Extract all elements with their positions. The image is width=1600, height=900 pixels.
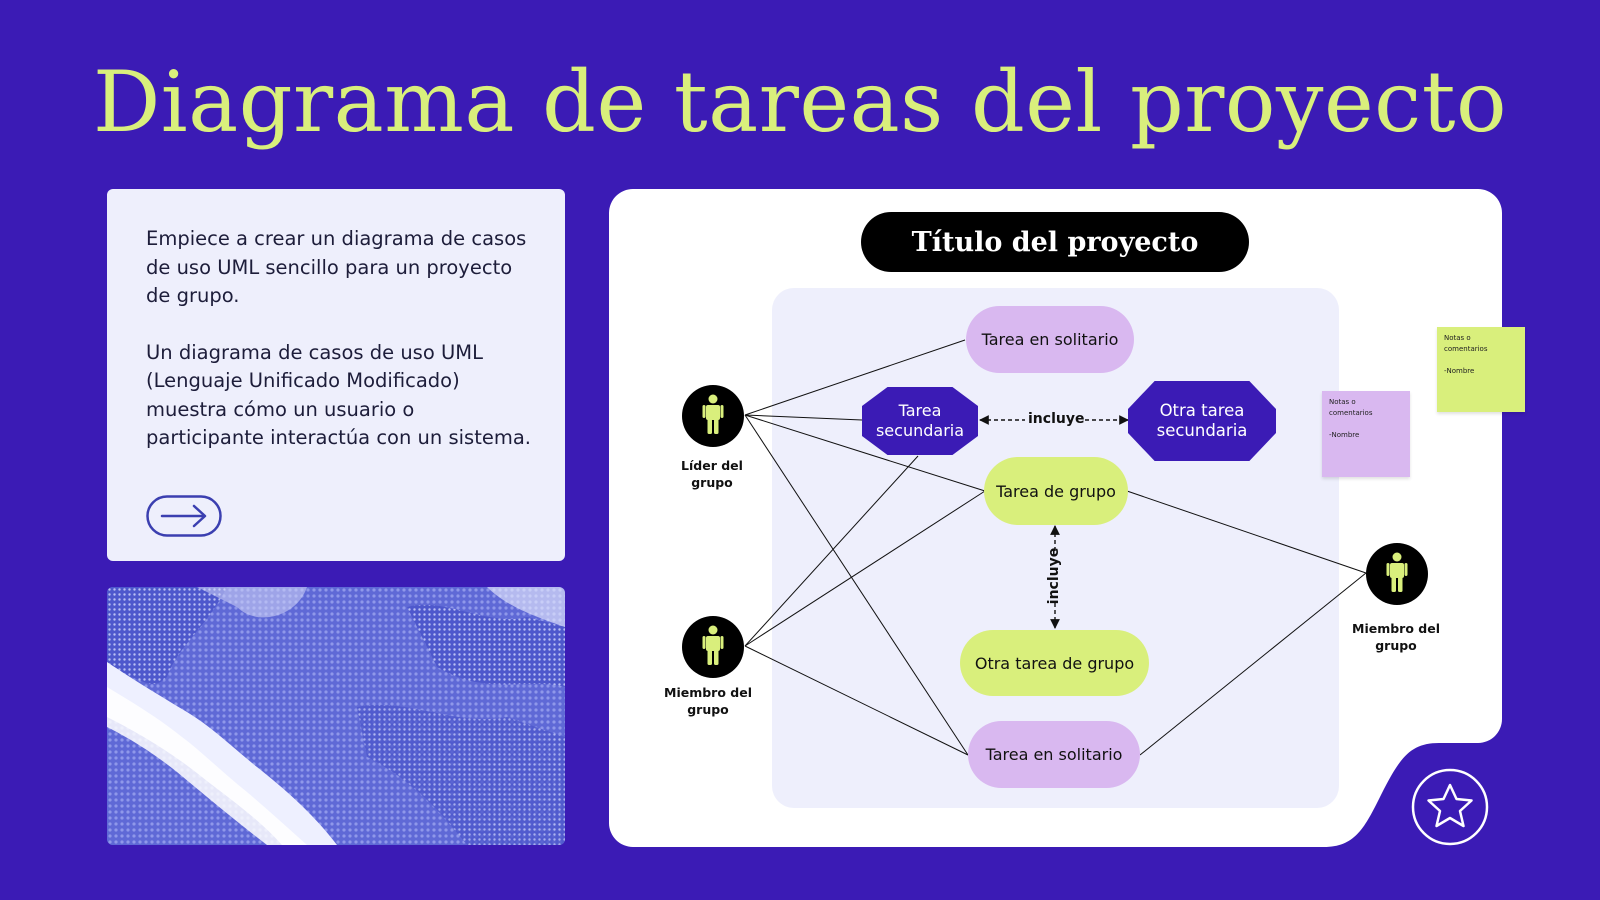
member-left-person-icon xyxy=(682,616,744,678)
project-title: Título del proyecto xyxy=(861,212,1249,272)
info-paragraph-1: Empiece a crear un diagrama de casos de … xyxy=(146,227,527,307)
sticky-note-lilac[interactable]: Notas o comentarios -Nombre xyxy=(1322,391,1410,477)
actor-label-leader: Líder del grupo xyxy=(681,458,743,490)
use-case-other-group: Otra tarea de grupo xyxy=(960,630,1149,696)
arrow-right-icon xyxy=(146,495,222,537)
note-name: -Nombre xyxy=(1329,431,1360,439)
info-card: Empiece a crear un diagrama de casos de … xyxy=(107,189,565,561)
use-case-secondary: Tarea secundaria xyxy=(862,387,978,455)
use-case-solo-top: Tarea en solitario xyxy=(966,306,1134,373)
slide-title: Diagrama de tareas del proyecto xyxy=(92,53,1508,151)
include-label-vertical: incluye xyxy=(1046,547,1063,605)
member-right-person-icon xyxy=(1366,543,1428,605)
use-case-other-secondary: Otra tarea secundaria xyxy=(1128,381,1276,461)
arrow-right-button[interactable] xyxy=(146,495,222,537)
note-title: Notas o comentarios xyxy=(1444,334,1488,353)
info-paragraph-2: Un diagrama de casos de uso UML (Lenguaj… xyxy=(146,340,531,450)
halftone-texture-image xyxy=(107,587,565,845)
use-case-group: Tarea de grupo xyxy=(984,457,1128,525)
star-icon xyxy=(1411,768,1489,846)
note-name: -Nombre xyxy=(1444,367,1475,375)
actor-label-member-right: Miembro del grupo xyxy=(1352,621,1440,653)
sticky-note-lime[interactable]: Notas o comentarios -Nombre xyxy=(1437,327,1525,412)
leader-person-icon xyxy=(682,385,744,447)
info-text: Empiece a crear un diagrama de casos de … xyxy=(146,225,536,481)
note-title: Notas o comentarios xyxy=(1329,398,1373,417)
star-button[interactable] xyxy=(1411,768,1489,846)
use-case-solo-bottom: Tarea en solitario xyxy=(968,721,1140,788)
actor-label-member-left: Miembro del grupo xyxy=(664,685,752,717)
include-label-horizontal: incluye xyxy=(1028,411,1085,427)
